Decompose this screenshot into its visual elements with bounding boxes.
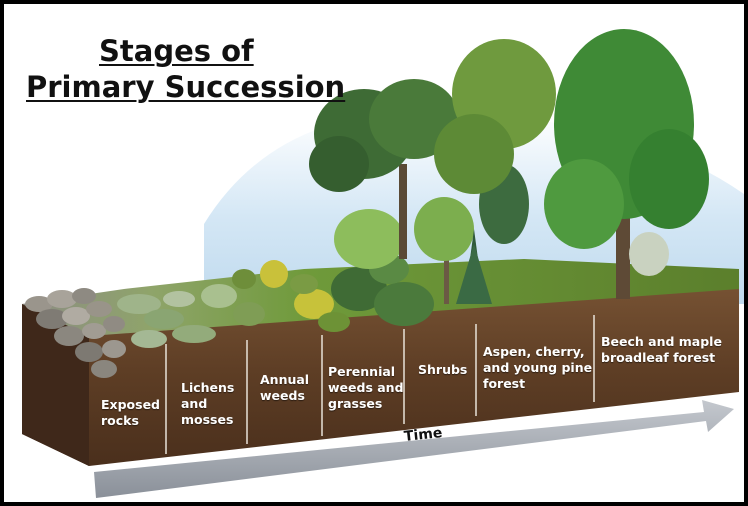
exposed-rocks: [25, 288, 126, 378]
stage-label-young-forest: Aspen, cherry, and young pine forest: [483, 344, 593, 391]
title-line-1: Stages of: [99, 34, 254, 68]
stage-dividers: [165, 315, 595, 454]
time-arrow: [94, 400, 734, 498]
stage-label-shrubs: Shrubs: [418, 362, 468, 377]
broadleaf-forest: [309, 29, 709, 299]
stage-label-exposed-rocks: Exposed rocks: [101, 397, 161, 428]
annual-weeds: [201, 260, 288, 326]
stage-label-annual-weeds: Annual weeds: [260, 372, 310, 403]
shrubs: [331, 254, 434, 326]
succession-landscape: [22, 29, 744, 498]
stage-label-broadleaf-forest: Beech and maple broadleaf forest: [601, 334, 722, 365]
stage-label-lichens-mosses: Lichens and mosses: [181, 380, 235, 427]
perennial-weeds-grasses: [290, 274, 350, 332]
stage-label-perennial-weeds: Perennial weeds and grasses: [328, 364, 404, 411]
lichens-mosses: [117, 291, 216, 348]
title-line-2: Primary Succession: [26, 70, 346, 104]
